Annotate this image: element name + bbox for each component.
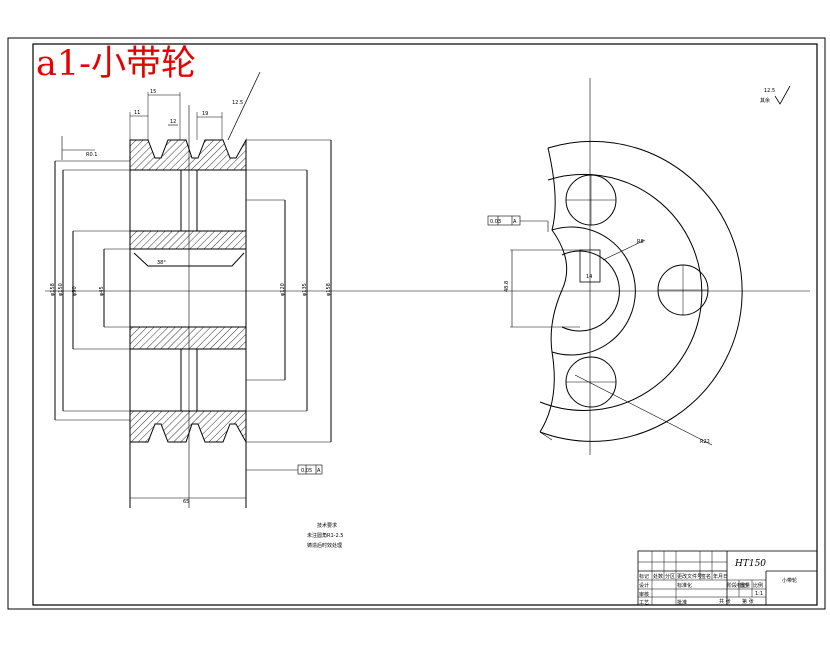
- tol-left-label: 0.03: [490, 219, 501, 225]
- roughness-right-value: 12.5: [764, 88, 775, 94]
- right-dia-label: φ135: [302, 283, 308, 296]
- review-label: 审核: [639, 591, 649, 598]
- web-dia-label: φ120: [280, 283, 286, 296]
- left-chamfer-label: R0.1: [86, 152, 97, 158]
- pitch-dia-left-label: φ150: [58, 283, 64, 296]
- bore-dia-label: φ45: [99, 286, 105, 296]
- sheets-label: 共 张: [719, 598, 731, 605]
- design-label: 设计: [639, 582, 649, 589]
- roughness-other-label: 其余: [760, 97, 770, 104]
- scale-value: 1:1: [755, 591, 763, 597]
- row-label-date: 年月日: [713, 573, 728, 580]
- row-label-count: 处数: [653, 573, 663, 580]
- sheet-of-label: 第 张: [742, 598, 754, 605]
- row-label-sign: 签名: [701, 573, 711, 580]
- top-left-dim-label: 11: [134, 110, 140, 116]
- approve-label: 批准: [677, 599, 687, 606]
- hole-label: R22: [700, 439, 710, 445]
- groove-pitch-label: 19: [202, 111, 208, 117]
- row-label-change: 更改文件号: [677, 573, 702, 580]
- drawing-title: a1-小带轮: [36, 44, 196, 84]
- standard-label: 标准化: [677, 582, 692, 589]
- tol-right-ref: A: [317, 468, 321, 474]
- top-dim-label: 15: [150, 89, 156, 95]
- notes-line2: 铸造后时效处理: [307, 542, 342, 549]
- bottom-width-label: 65: [183, 499, 189, 505]
- row-label-zone: 分区: [665, 573, 675, 580]
- keyway-label: 14: [586, 274, 592, 280]
- side-dim-label: R8: [637, 239, 644, 245]
- tol-right-label: 0.05: [301, 468, 312, 474]
- notes-line1: 未注圆角R1-2.5: [307, 532, 343, 539]
- title-block: [637, 550, 818, 606]
- outer-border: [7, 37, 826, 610]
- material-label: HT150: [734, 559, 766, 569]
- inner-border: [32, 43, 818, 606]
- row-label-mark: 标记: [639, 573, 649, 580]
- roughness-main-label: 12.5: [232, 100, 243, 106]
- groove-top2-label: 12: [170, 119, 176, 125]
- hub-dia-label: φ90: [72, 286, 78, 296]
- scale-label: 比例: [753, 582, 763, 589]
- stage-label: 阶段标记: [727, 582, 747, 589]
- tol-left-ref: A: [513, 219, 517, 225]
- bore-angle-label: 38°: [157, 260, 166, 266]
- end-view: [420, 78, 810, 455]
- notes-heading: 技术要求: [317, 522, 337, 529]
- keyway-depth-label: 48.8: [504, 281, 510, 292]
- outer-dia-right-label: φ158: [326, 283, 332, 296]
- weight-label: 重量: [740, 582, 750, 589]
- roughness-symbol: [774, 85, 791, 105]
- section-view: [45, 71, 420, 508]
- part-name-label: 小带轮: [782, 577, 797, 584]
- process-label: 工艺: [639, 600, 649, 606]
- outer-dia-left-label: φ158: [50, 283, 56, 296]
